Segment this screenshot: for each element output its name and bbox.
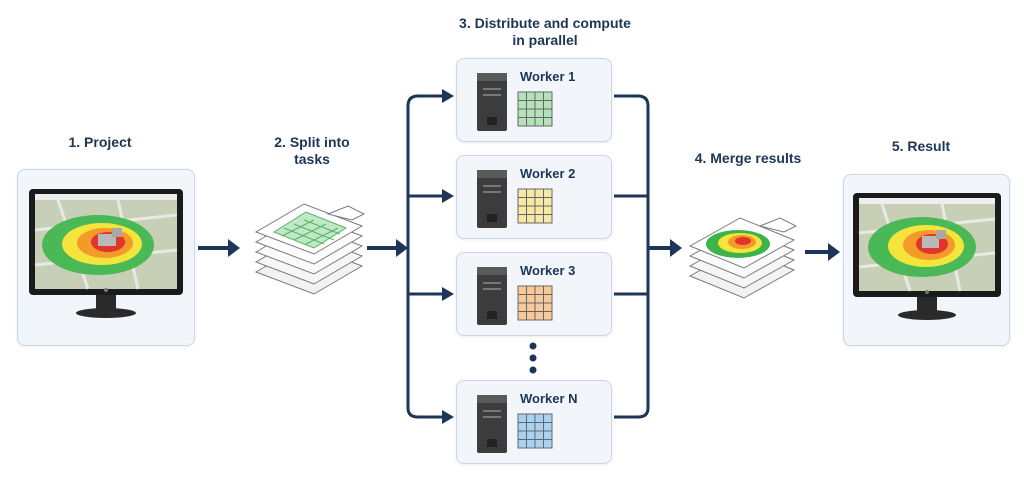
merge-connector	[614, 94, 650, 419]
arrow-right-icon	[805, 243, 840, 261]
worker-n-panel: Worker N	[456, 380, 612, 464]
worker-n-label: Worker N	[520, 391, 578, 406]
vertical-ellipsis-icon	[529, 342, 537, 374]
arrow-right-icon	[648, 239, 682, 257]
layer-stack-icon	[254, 203, 366, 295]
worker-3-label: Worker 3	[520, 263, 576, 278]
server-tower-icon	[477, 267, 507, 325]
worker-1-label: Worker 1	[520, 69, 576, 84]
layer-stack-icon	[688, 217, 798, 299]
task-grid-icon	[517, 91, 553, 127]
step-2-label: 2. Split into tasks	[274, 134, 350, 167]
server-tower-icon	[477, 170, 507, 228]
arrow-right-icon	[367, 239, 408, 257]
step-1-label: 1. Project	[68, 134, 132, 150]
worker-1-panel: Worker 1	[456, 58, 612, 142]
project-panel	[17, 169, 195, 346]
task-grid-icon	[517, 188, 553, 224]
task-grid-icon	[517, 285, 553, 321]
arrow-right-icon	[198, 239, 240, 257]
monitor-icon	[29, 189, 183, 318]
monitor-icon	[853, 193, 1001, 320]
result-panel	[843, 174, 1010, 346]
worker-2-label: Worker 2	[520, 166, 576, 181]
step-5-label: 5. Result	[891, 138, 951, 154]
server-tower-icon	[477, 73, 507, 131]
server-tower-icon	[477, 395, 507, 453]
worker-2-panel: Worker 2	[456, 155, 612, 239]
distribute-connector	[406, 94, 444, 419]
step-3-label: 3. Distribute and compute in parallel	[459, 15, 631, 48]
worker-3-panel: Worker 3	[456, 252, 612, 336]
step-4-label: 4. Merge results	[694, 150, 802, 166]
task-grid-icon	[517, 413, 553, 449]
